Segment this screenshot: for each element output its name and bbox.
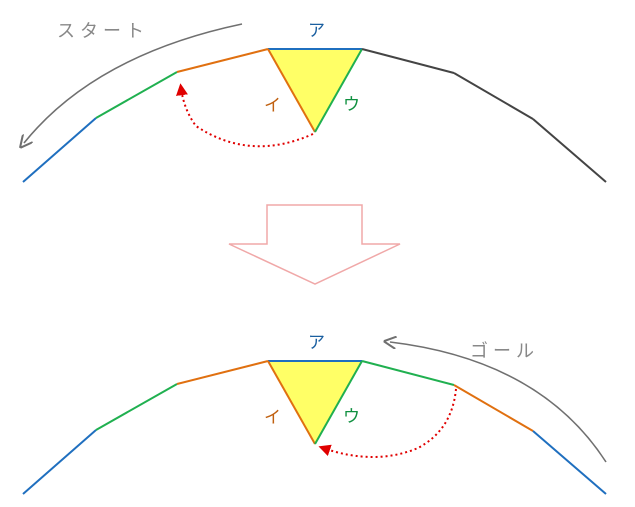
rotation-dotted-arrow xyxy=(318,388,457,458)
path-segment-6 xyxy=(532,430,607,495)
label-a: ア xyxy=(308,333,325,353)
triangle-fill xyxy=(268,361,362,444)
label-a: ア xyxy=(308,21,325,41)
path-segment-4 xyxy=(361,48,455,74)
rotation-dotted-arrow xyxy=(176,83,314,148)
start-label: スタート xyxy=(57,21,149,42)
triangle-fill xyxy=(268,49,362,132)
triangle-side-i xyxy=(267,360,316,445)
top-panel: スタート ア イ ウ xyxy=(22,21,607,183)
path-segment-3 xyxy=(176,360,269,385)
label-u: ウ xyxy=(343,407,360,427)
goal-curved-arrow xyxy=(390,342,607,463)
triangle-side-u xyxy=(314,360,363,445)
label-i: イ xyxy=(264,96,281,116)
path-segment-1 xyxy=(22,117,97,183)
path-segment-4 xyxy=(361,360,455,386)
triangle-side-u xyxy=(314,48,363,133)
path-segment-3 xyxy=(176,48,269,73)
path-segment-1 xyxy=(22,429,97,495)
triangle-side-i xyxy=(267,48,316,133)
start-curved-arrow xyxy=(24,23,243,143)
path-segment-2 xyxy=(95,71,178,119)
path-segment-5 xyxy=(453,384,534,432)
path-segment-5 xyxy=(453,72,534,120)
path-segment-2 xyxy=(95,383,178,431)
goal-label: ゴール xyxy=(470,341,539,362)
transition-down-arrow xyxy=(228,204,401,285)
bottom-panel: ゴール ア イ ウ xyxy=(22,333,607,495)
label-i: イ xyxy=(264,408,281,428)
label-u: ウ xyxy=(343,95,360,115)
path-segment-6 xyxy=(532,118,607,183)
